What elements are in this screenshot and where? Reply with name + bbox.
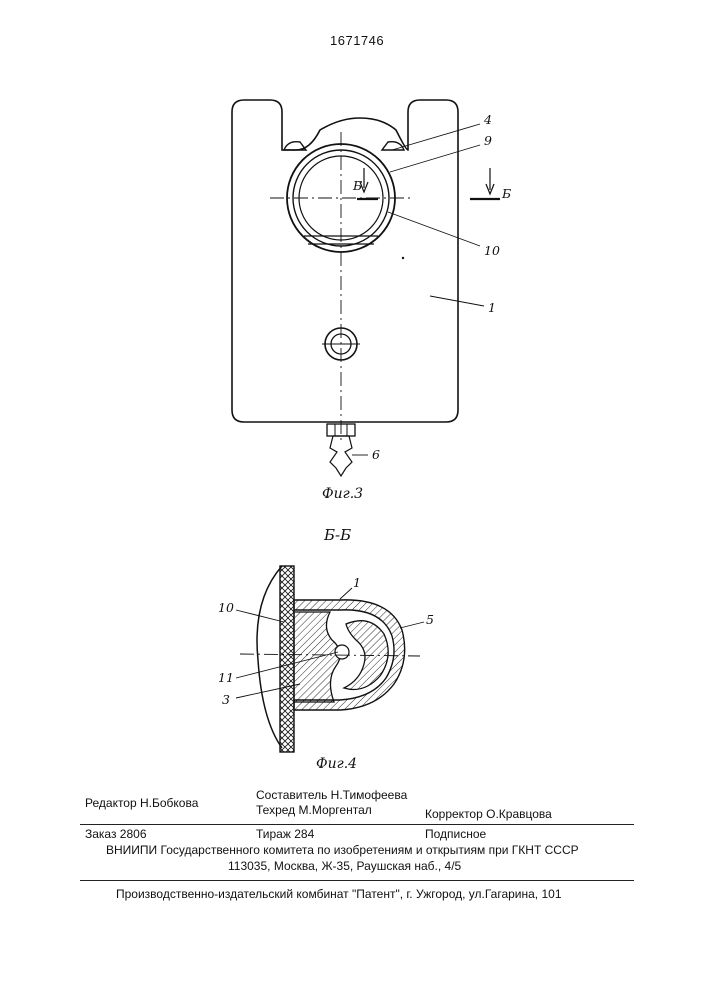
fig3-caption: Фиг.3 bbox=[322, 486, 363, 502]
fig4-label-10: 10 bbox=[218, 600, 234, 615]
techred-credit: Техред М.Моргентал bbox=[256, 803, 372, 817]
publisher-line: Производственно-издательский комбинат "П… bbox=[116, 887, 562, 901]
fig4-label-5: 5 bbox=[426, 612, 434, 627]
corrector-credit: Корректор О.Кравцова bbox=[425, 807, 552, 821]
body-outline bbox=[232, 100, 458, 422]
section-mark-left: Б bbox=[353, 178, 362, 193]
mounting-plate bbox=[280, 566, 294, 752]
compiler-credit: Составитель Н.Тимофеева bbox=[256, 788, 407, 802]
fig4-label-1: 1 bbox=[353, 575, 361, 590]
fig4-caption: Фиг.4 bbox=[316, 756, 357, 772]
editor-credit: Редактор Н.Бобкова bbox=[85, 796, 198, 810]
fig4-label-3: 3 bbox=[222, 692, 230, 707]
subscription: Подписное bbox=[425, 827, 486, 841]
fig4-label-11: 11 bbox=[218, 670, 234, 685]
institute-line-1: ВНИИПИ Государственного комитета по изоб… bbox=[106, 843, 579, 857]
label-4: 4 bbox=[484, 112, 492, 127]
order-number: Заказ 2806 bbox=[85, 827, 147, 841]
institute-line-2: 113035, Москва, Ж-35, Раушская наб., 4/5 bbox=[228, 859, 461, 873]
divider-bottom bbox=[80, 880, 634, 881]
circulation: Тираж 284 bbox=[256, 827, 314, 841]
label-1: 1 bbox=[488, 300, 496, 315]
label-6: 6 bbox=[372, 447, 380, 462]
label-10: 10 bbox=[484, 243, 500, 258]
divider-top bbox=[80, 824, 634, 825]
section-mark-right: Б bbox=[502, 186, 511, 201]
label-9: 9 bbox=[484, 133, 492, 148]
wall-surface bbox=[257, 566, 282, 748]
right-lug bbox=[382, 142, 404, 150]
figure-3-drawing bbox=[0, 0, 707, 540]
fitting-barb bbox=[330, 436, 352, 476]
